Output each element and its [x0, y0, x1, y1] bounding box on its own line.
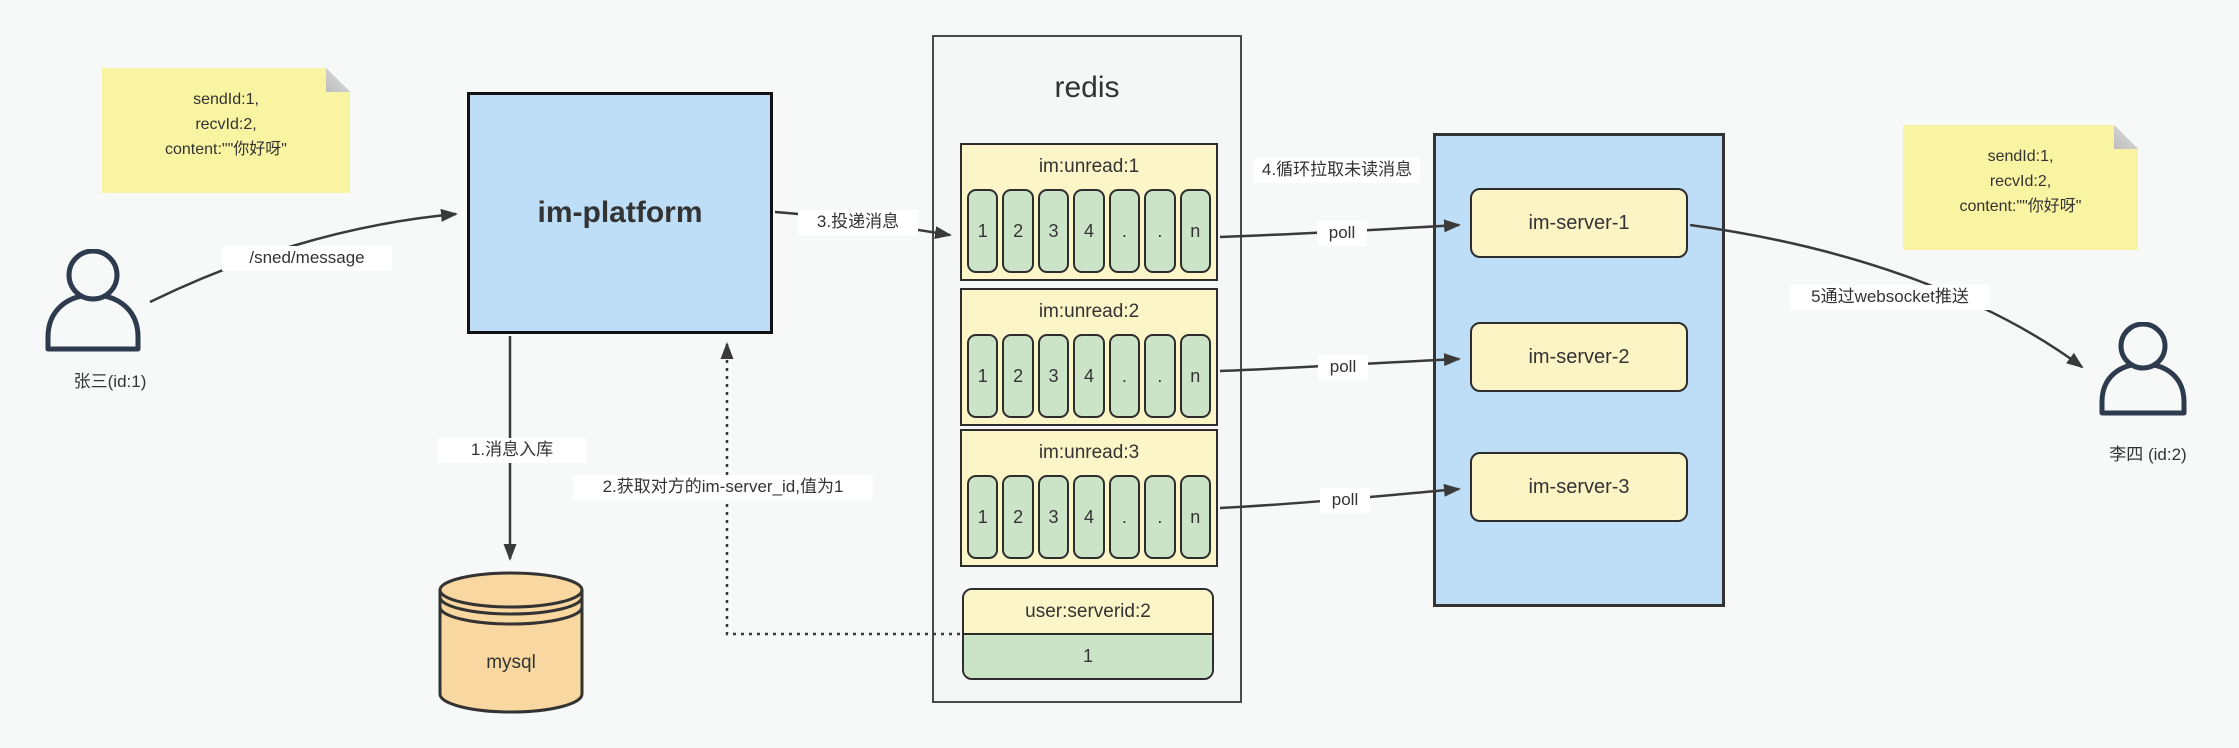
queue-title: im:unread:1 [1038, 156, 1140, 177]
sender-label: 张三(id:1) [73, 372, 147, 391]
queue-cells: 1 2 3 4 . . n [962, 334, 1216, 424]
label-send-message: /sned/message [222, 246, 392, 271]
im-server-3-node: im-server-3 [1470, 452, 1688, 522]
label-step5: 5通过websocket推送 [1790, 285, 1990, 310]
queue-cell: . [1108, 334, 1141, 418]
queue-cell: 3 [1037, 189, 1070, 273]
queue-cell: 2 [1002, 334, 1034, 418]
im-server-2-node: im-server-2 [1470, 322, 1688, 392]
queue-cell: . [1144, 334, 1176, 418]
label-step2: 2.获取对方的im-server_id,值为1 [573, 475, 873, 500]
im-server-1-node: im-server-1 [1470, 188, 1688, 258]
note-line: content:""你好呀" [165, 140, 287, 158]
queue-cell: 4 [1073, 189, 1105, 273]
queue-cell: 1 [967, 189, 999, 273]
queue-im-unread-1: im:unread:1 1 2 3 4 . . n [960, 143, 1218, 281]
label-poll-1: poll [1317, 221, 1367, 246]
note-line: recvId:2, [1989, 172, 2052, 190]
label-step4: 4.循环拉取未读消息 [1254, 158, 1420, 183]
queue-cell: 2 [1002, 475, 1034, 559]
queue-cell: 3 [1037, 334, 1070, 418]
mysql-label: mysql [486, 652, 536, 673]
queue-cell: . [1108, 189, 1141, 273]
database-icon [438, 571, 584, 714]
queue-cell: 4 [1073, 334, 1105, 418]
label-step3: 3.投递消息 [798, 210, 918, 235]
queue-im-unread-2: im:unread:2 1 2 3 4 . . n [960, 288, 1218, 426]
note-line: sendId:1, [1987, 148, 2054, 165]
queue-title: im:unread:3 [1038, 442, 1140, 463]
note-line: recvId:2, [195, 115, 257, 133]
redis-title: redis [1054, 71, 1120, 104]
queue-cell: 1 [967, 334, 999, 418]
queue-cell: n [1179, 334, 1211, 418]
im-platform-node: im-platform [467, 92, 773, 334]
queue-cell: 4 [1073, 475, 1105, 559]
user-icon [2099, 322, 2187, 416]
queue-im-unread-3: im:unread:3 1 2 3 4 . . n [960, 429, 1218, 567]
note-fold-icon [2114, 125, 2138, 149]
queue-cell: 1 [967, 475, 999, 559]
receiver-label: 李四 (id:2) [2109, 445, 2187, 464]
note-line: content:""你好呀" [1959, 197, 2082, 215]
queue-title: im:unread:2 [1038, 301, 1140, 322]
queue-cells: 1 2 3 4 . . n [962, 189, 1216, 279]
note-line: sendId:1, [193, 91, 259, 108]
server-label: im-server-2 [1528, 345, 1630, 368]
server-label: im-server-3 [1528, 475, 1630, 498]
im-platform-label: im-platform [537, 196, 703, 229]
kv-value: 1 [964, 635, 1212, 678]
queue-cell: n [1179, 475, 1211, 559]
label-poll-3: poll [1320, 488, 1370, 513]
note-fold-icon [326, 68, 350, 92]
label-poll-2: poll [1318, 355, 1368, 380]
user-icon [45, 249, 141, 352]
server-label: im-server-1 [1528, 211, 1630, 234]
sticky-note-right: sendId:1, recvId:2, content:""你好呀" [1903, 125, 2138, 250]
queue-cell: . [1144, 189, 1176, 273]
queue-cell: 2 [1002, 189, 1034, 273]
queue-cells: 1 2 3 4 . . n [962, 475, 1216, 565]
kv-user-serverid: user:serverid:2 1 [962, 588, 1214, 680]
queue-cell: . [1108, 475, 1141, 559]
queue-cell: 3 [1037, 475, 1070, 559]
label-step1: 1.消息入库 [437, 438, 587, 463]
queue-cell: n [1179, 189, 1211, 273]
kv-title: user:serverid:2 [964, 590, 1212, 635]
sticky-note-left: sendId:1, recvId:2, content:""你好呀" [102, 68, 350, 193]
queue-cell: . [1144, 475, 1176, 559]
